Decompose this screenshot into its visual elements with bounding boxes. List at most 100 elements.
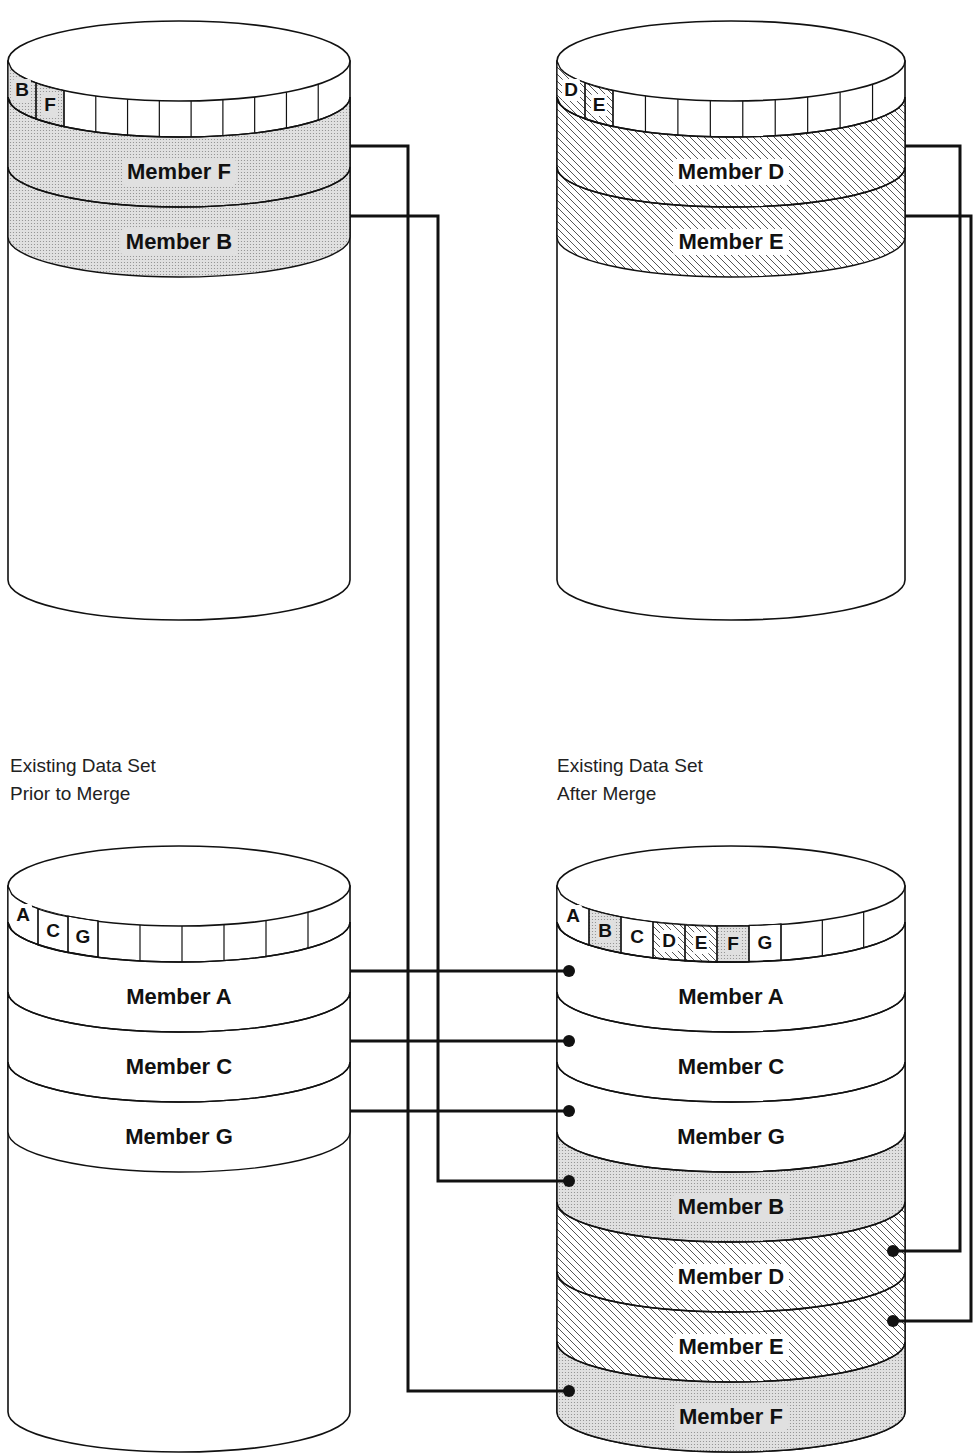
- directory-entry: C: [44, 920, 62, 942]
- band-outline: [557, 1342, 905, 1452]
- directory-cell: A: [557, 886, 589, 945]
- cell-fill: [621, 917, 653, 958]
- directory-cell: A: [8, 886, 38, 945]
- connector-line: [350, 970, 557, 973]
- cell-border: [68, 916, 98, 957]
- directory-entry: B: [13, 79, 31, 101]
- cell-fill: [749, 924, 781, 961]
- directory-cell-divider: [254, 97, 255, 133]
- directory-cell-divider: [222, 100, 223, 136]
- directory-cell-divider: [159, 101, 160, 137]
- directory-cell-divider: [286, 92, 287, 128]
- band-border: [557, 1342, 905, 1452]
- directory-entry: D: [562, 79, 580, 101]
- directory-entry: B: [596, 920, 614, 942]
- cell-fill: [685, 925, 717, 962]
- directory-entry: A: [14, 904, 32, 926]
- cell-border: [557, 61, 585, 119]
- connector-line: [905, 216, 971, 1321]
- directory-cell-divider: [645, 96, 646, 132]
- member-name: Member A: [673, 984, 789, 1010]
- directory-entry: F: [42, 94, 58, 116]
- connector-line: [350, 146, 557, 1391]
- band-outline: [557, 1062, 905, 1172]
- directory-cell-divider: [840, 92, 841, 128]
- directory-cell: F: [717, 926, 749, 962]
- member-name: Member D: [673, 159, 789, 185]
- directory-cell-divider: [95, 96, 96, 132]
- band-border: [557, 1132, 905, 1242]
- band-outline: [8, 167, 350, 277]
- member-name: Member A: [121, 984, 237, 1010]
- member-name: Member F: [674, 1404, 788, 1430]
- member-band: Member E: [557, 167, 905, 277]
- cylinder-body: [557, 61, 905, 620]
- directory-strip: [8, 97, 350, 137]
- data-set-caption: Existing Data Set Prior to Merge: [10, 752, 195, 808]
- member-name: Member G: [120, 1124, 238, 1150]
- cell-border: [557, 886, 589, 945]
- directory-cell-divider: [127, 99, 128, 135]
- member-band: Member G: [557, 1062, 905, 1172]
- cylinder-body: [557, 886, 905, 1452]
- copy-connector: [350, 965, 575, 977]
- band-outline: [557, 1272, 905, 1382]
- band-outline: [557, 992, 905, 1102]
- directory-strip: [557, 97, 905, 137]
- member-name: Member G: [672, 1124, 790, 1150]
- directory-entry: E: [693, 932, 710, 954]
- copy-connector: [887, 146, 960, 1257]
- band-border: [557, 1062, 905, 1172]
- band-outline: [8, 922, 350, 1032]
- directory-cell-divider: [775, 100, 776, 136]
- directory-entry: G: [756, 932, 775, 954]
- connector-dot: [563, 1385, 575, 1397]
- band-border: [557, 922, 905, 1032]
- member-band: Member D: [557, 97, 905, 207]
- cell-fill: [717, 926, 749, 962]
- copy-connector: [350, 1035, 575, 1047]
- connector-line: [350, 216, 557, 1181]
- cell-fill: [653, 922, 685, 961]
- directory-cell-divider: [742, 101, 743, 137]
- cell-border: [685, 925, 717, 962]
- member-name: Member E: [673, 1334, 788, 1360]
- band-border: [557, 1272, 905, 1382]
- cell-border: [621, 917, 653, 958]
- directory-entry: E: [591, 94, 608, 116]
- directory-cell: B: [8, 61, 36, 119]
- member-name: Member C: [673, 1054, 789, 1080]
- connector-dot: [563, 1175, 575, 1187]
- connector-dot: [563, 1035, 575, 1047]
- band-border: [8, 167, 350, 277]
- directory-cell: D: [557, 61, 585, 119]
- cylinder-body: [8, 61, 350, 620]
- connector-line: [350, 1040, 557, 1043]
- connector-dot: [563, 1105, 575, 1117]
- directory-cell: C: [621, 917, 653, 958]
- band-border: [557, 167, 905, 277]
- directory-cell: E: [685, 925, 717, 962]
- member-band: Member C: [557, 992, 905, 1102]
- directory-entry: C: [628, 926, 646, 948]
- band-outline: [557, 922, 905, 1032]
- copy-connector: [887, 216, 971, 1327]
- cell-border: [749, 924, 781, 961]
- member-band: Member B: [8, 167, 350, 277]
- data-set-caption: Existing Data Set After Merge: [557, 752, 742, 808]
- band-outline: [8, 1062, 350, 1172]
- directory-cell-divider: [872, 84, 873, 120]
- connector-line: [350, 1110, 557, 1113]
- directory-cell-divider: [807, 97, 808, 133]
- directory-cell-divider: [822, 920, 823, 956]
- band-outline: [8, 992, 350, 1102]
- directory-entry: G: [74, 926, 93, 948]
- directory-cell-divider: [265, 920, 266, 956]
- copy-connector: [350, 1105, 575, 1117]
- directory-cell-divider: [677, 99, 678, 135]
- member-band: Member A: [8, 922, 350, 1032]
- band-outline: [8, 97, 350, 207]
- member-name: Member D: [673, 1264, 789, 1290]
- connector-dot: [563, 965, 575, 977]
